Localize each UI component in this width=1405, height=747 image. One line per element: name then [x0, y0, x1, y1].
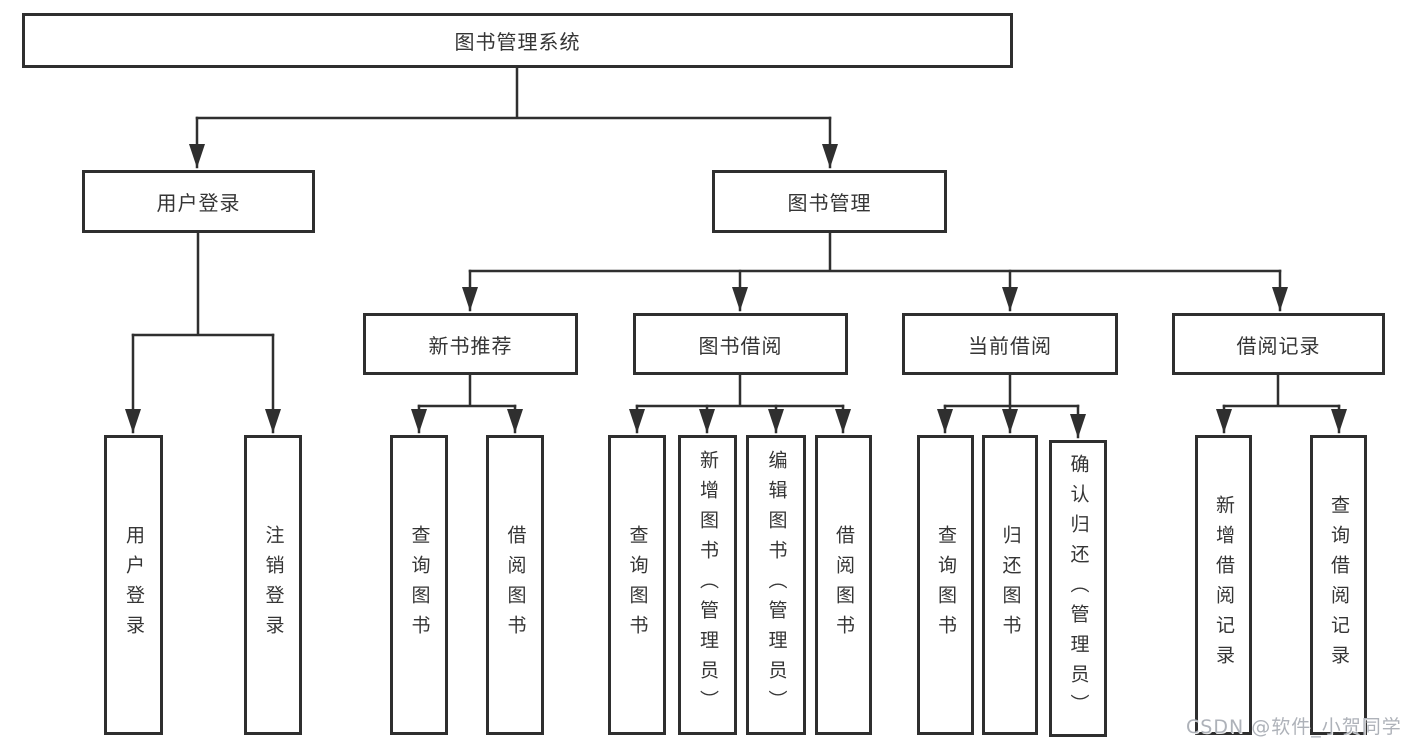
node-bb-add-books-label: 新增图书（管理员）	[697, 450, 719, 720]
node-bb-add-books: 新增图书（管理员）	[678, 435, 737, 735]
node-current-borrow: 当前借阅	[902, 313, 1118, 375]
node-cb-return-books: 归还图书	[982, 435, 1038, 735]
node-bb-edit-books: 编辑图书（管理员）	[746, 435, 806, 735]
node-new-book-recommend-label: 新书推荐	[428, 333, 513, 358]
node-user-login-leaf: 用户登录	[104, 435, 163, 735]
node-logout-leaf: 注销登录	[244, 435, 302, 735]
node-cb-query-books-label: 查询图书	[935, 525, 957, 645]
node-user-login-leaf-label: 用户登录	[123, 525, 145, 645]
node-cb-confirm-return-label: 确认归还（管理员）	[1067, 453, 1090, 724]
node-nbr-borrow-books: 借阅图书	[486, 435, 544, 735]
node-book-management-label: 图书管理	[787, 191, 872, 215]
node-user-login-label: 用户登录	[156, 191, 241, 215]
node-bb-query-books: 查询图书	[608, 435, 666, 735]
node-new-book-recommend: 新书推荐	[363, 313, 578, 375]
node-cb-return-books-label: 归还图书	[999, 525, 1022, 645]
node-cb-confirm-return: 确认归还（管理员）	[1049, 440, 1107, 737]
node-br-add-record-label: 新增借阅记录	[1213, 495, 1235, 675]
node-br-add-record: 新增借阅记录	[1195, 435, 1252, 735]
node-bb-query-books-label: 查询图书	[626, 525, 649, 645]
connector-user-login-bus	[131, 231, 275, 337]
csdn-watermark: CSDN @软件_小贺同学	[1186, 716, 1402, 738]
node-root-label: 图书管理系统	[454, 30, 581, 54]
connector-root-bus	[195, 66, 832, 120]
node-bb-edit-books-label: 编辑图书（管理员）	[765, 450, 788, 720]
node-bb-borrow-books-label: 借阅图书	[833, 525, 855, 645]
node-user-login: 用户登录	[82, 170, 315, 233]
connector-book-management-bus	[468, 231, 1282, 273]
node-cb-query-books: 查询图书	[917, 435, 974, 735]
node-book-management: 图书管理	[712, 170, 947, 233]
node-nbr-query-books-label: 查询图书	[408, 525, 431, 645]
node-br-query-record-label: 查询借阅记录	[1328, 495, 1350, 675]
connector-current-borrow-bus	[943, 373, 1080, 408]
connector-borrow-records-bus	[1222, 373, 1341, 408]
connector-book-borrow-bus	[635, 373, 845, 408]
node-borrow-records-label: 借阅记录	[1236, 333, 1321, 358]
node-borrow-records: 借阅记录	[1172, 313, 1385, 375]
connector-new-book-bus	[417, 373, 517, 408]
node-book-borrow-label: 图书借阅	[698, 333, 783, 358]
node-logout-leaf-label: 注销登录	[262, 525, 285, 645]
node-nbr-borrow-books-label: 借阅图书	[504, 525, 527, 645]
node-nbr-query-books: 查询图书	[390, 435, 448, 735]
node-bb-borrow-books: 借阅图书	[815, 435, 872, 735]
node-book-borrow: 图书借阅	[633, 313, 848, 375]
node-root: 图书管理系统	[22, 13, 1013, 68]
node-br-query-record: 查询借阅记录	[1310, 435, 1367, 735]
node-current-borrow-label: 当前借阅	[968, 333, 1052, 358]
